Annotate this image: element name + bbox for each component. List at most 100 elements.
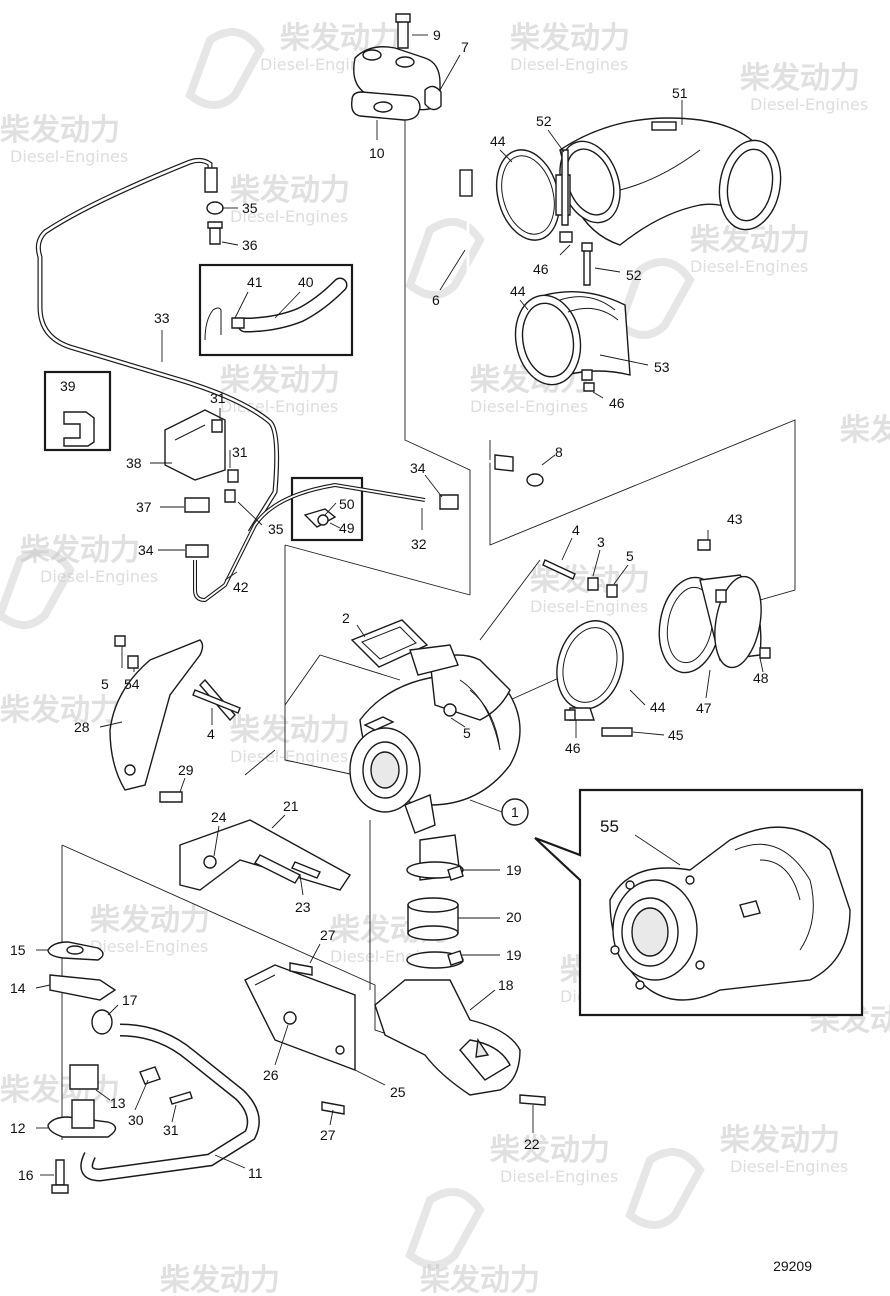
watermark-subtext: Diesel-Engines — [530, 597, 648, 616]
callout-label: 41 — [247, 274, 263, 290]
gasket-plate — [350, 91, 421, 121]
callout-label: 31 — [210, 390, 226, 406]
callout-label: 46 — [533, 261, 549, 277]
callout-label: 35 — [268, 521, 284, 537]
studs-4-3-5 — [192, 559, 618, 714]
turbocharger-1 — [349, 644, 521, 834]
callout-label: 32 — [411, 536, 427, 552]
callout-label: 44 — [490, 133, 506, 149]
callout-label: 23 — [295, 899, 311, 915]
watermark-text: 柴发动力 — [0, 1073, 120, 1108]
callout-label: 39 — [60, 378, 76, 394]
watermark-subtext: Diesel-Engines — [690, 257, 808, 276]
watermark-text: 柴发动力 — [220, 363, 340, 398]
watermark-subtext: Diesel-Engines — [470, 397, 588, 416]
compressor-hose-53 — [514, 291, 631, 392]
callout-label: 42 — [233, 579, 249, 595]
mounting-bracket-28 — [109, 635, 236, 803]
callout-label: 13 — [110, 1095, 126, 1111]
callout-label: 46 — [609, 395, 625, 411]
outlet-elbow — [559, 117, 782, 246]
callout-label: 19 — [506, 862, 522, 878]
callout-label: 52 — [536, 113, 552, 129]
hose-clamp-35 — [206, 201, 224, 245]
watermark-subtext: Diesel-Engines — [230, 207, 348, 226]
callout-label: 54 — [124, 676, 140, 692]
callout-label: 4 — [572, 522, 580, 538]
watermark-text: 柴发动力 — [840, 413, 890, 448]
callout-label: 28 — [74, 719, 90, 735]
callout-label: 34 — [138, 542, 154, 558]
v-band-clamp-44 — [556, 620, 633, 737]
callout-label: 19 — [506, 947, 522, 963]
callout-label: 35 — [242, 200, 258, 216]
pipe-sleeve — [459, 169, 473, 197]
clamp-bolt — [581, 242, 593, 286]
callout-label: 36 — [242, 237, 258, 253]
callout-label: 15 — [10, 942, 26, 958]
callout-label: 34 — [410, 460, 426, 476]
callout-label: 9 — [433, 27, 441, 43]
callout-label: 31 — [232, 444, 248, 460]
watermark-subtext: Diesel-Engines — [260, 55, 378, 74]
watermark-text: 柴发动力 — [0, 113, 120, 148]
callout-label: 16 — [18, 1167, 34, 1183]
leader-lines — [35, 34, 764, 1176]
callout-label: 45 — [668, 727, 684, 743]
callout-label: 48 — [753, 670, 769, 686]
callout-label: 49 — [339, 520, 355, 536]
inset-box-clip — [43, 370, 112, 452]
callout-label: 27 — [320, 1127, 336, 1143]
callout-label: 29 — [178, 762, 194, 778]
watermark-text: 柴发动力 — [160, 1263, 280, 1296]
seal-ring — [526, 473, 544, 487]
callout-label: 31 — [163, 1122, 179, 1138]
callout-label: 14 — [10, 980, 26, 996]
watermark-text: 柴发动力 — [230, 713, 350, 748]
watermark-subtext: Diesel-Engines — [230, 747, 348, 766]
bracket-38 — [164, 409, 459, 603]
callout-label: 38 — [126, 455, 142, 471]
bracket-21 — [179, 819, 352, 891]
callout-label: 11 — [248, 1165, 263, 1181]
callout-label: 37 — [136, 499, 152, 515]
callout-label: 20 — [506, 909, 522, 925]
callout-label: 30 — [128, 1112, 144, 1128]
detail-inset-55 — [534, 788, 864, 1017]
callout-label: 3 — [597, 534, 605, 550]
oil-feed-pipe — [440, 90, 544, 487]
callout-label: 6 — [432, 292, 440, 308]
callout-label: 10 — [369, 145, 385, 161]
callout-label: 21 — [283, 798, 299, 814]
watermark-text: 柴发动力 — [490, 1133, 610, 1168]
callout-label: 52 — [626, 267, 642, 283]
drawing-number: 29209 — [773, 1258, 812, 1274]
callout-label: 25 — [390, 1084, 406, 1100]
inset-box-hose — [198, 263, 354, 357]
callout-label: 27 — [320, 927, 336, 943]
callout-label: 5 — [101, 676, 109, 692]
watermark-subtext: Diesel-Engines — [500, 1167, 618, 1186]
banjo-fitting — [494, 454, 514, 472]
watermark-subtext: Diesel-Engines — [10, 147, 128, 166]
bracket-25 — [244, 962, 356, 1115]
callout-label: 5 — [626, 548, 634, 564]
vent-hose-33 — [35, 157, 280, 534]
watermark-subtext: Diesel-Engines — [220, 397, 338, 416]
callout-label: 51 — [672, 85, 688, 101]
callout-label: 7 — [461, 39, 469, 55]
watermark-text: 柴发动力 — [740, 61, 860, 96]
watermark-subtext: Diesel-Engines — [750, 95, 868, 114]
watermark-text: 柴发动力 — [230, 173, 350, 208]
callout-label: 33 — [154, 310, 170, 326]
callout-label: 50 — [339, 496, 355, 512]
callout-label: 46 — [565, 740, 581, 756]
watermark-text: 柴发动力 — [20, 533, 140, 568]
callout-label: 26 — [263, 1067, 279, 1083]
watermark-text: 柴发动力 — [90, 903, 210, 938]
drawing-layer: 9 7 10 51 52 44 35 36 46 52 41 40 6 44 3… — [10, 13, 864, 1194]
callout-label: 43 — [727, 511, 743, 527]
watermark-text: 柴发动力 — [420, 1263, 540, 1296]
callout-label: 8 — [555, 444, 563, 460]
